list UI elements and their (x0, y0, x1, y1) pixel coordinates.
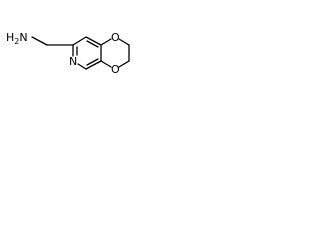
bond-c8-c8a (85, 36, 102, 46)
bond-c4a-c5 (85, 60, 102, 70)
amine-label-h: H (6, 31, 14, 44)
molecule-structure-diagram: H2N N O O (6, 31, 130, 76)
bond-layer (31, 36, 130, 70)
bond-c5-n6 (77, 63, 87, 70)
amine-label: H2N (6, 31, 28, 46)
pyridine-nitrogen-label: N (69, 55, 77, 68)
bond-c3-o4 (118, 60, 130, 68)
atom-label-layer: H2N N O O (6, 31, 120, 76)
bond-o4-c4a (100, 60, 112, 68)
bond-c8a-c8-double (86, 40, 99, 48)
amine-label-subscript: 2 (14, 37, 19, 46)
ether-oxygen-bottom-label: O (111, 63, 120, 76)
bond-c8a-o1 (100, 38, 112, 46)
bond-ch2-nh2 (31, 36, 48, 46)
bond-c7-c8 (72, 36, 87, 46)
bond-c4a-c5-double (86, 58, 99, 66)
ether-oxygen-top-label: O (111, 31, 120, 44)
amine-label-n: N (19, 31, 27, 44)
bond-o1-c2 (118, 38, 130, 46)
